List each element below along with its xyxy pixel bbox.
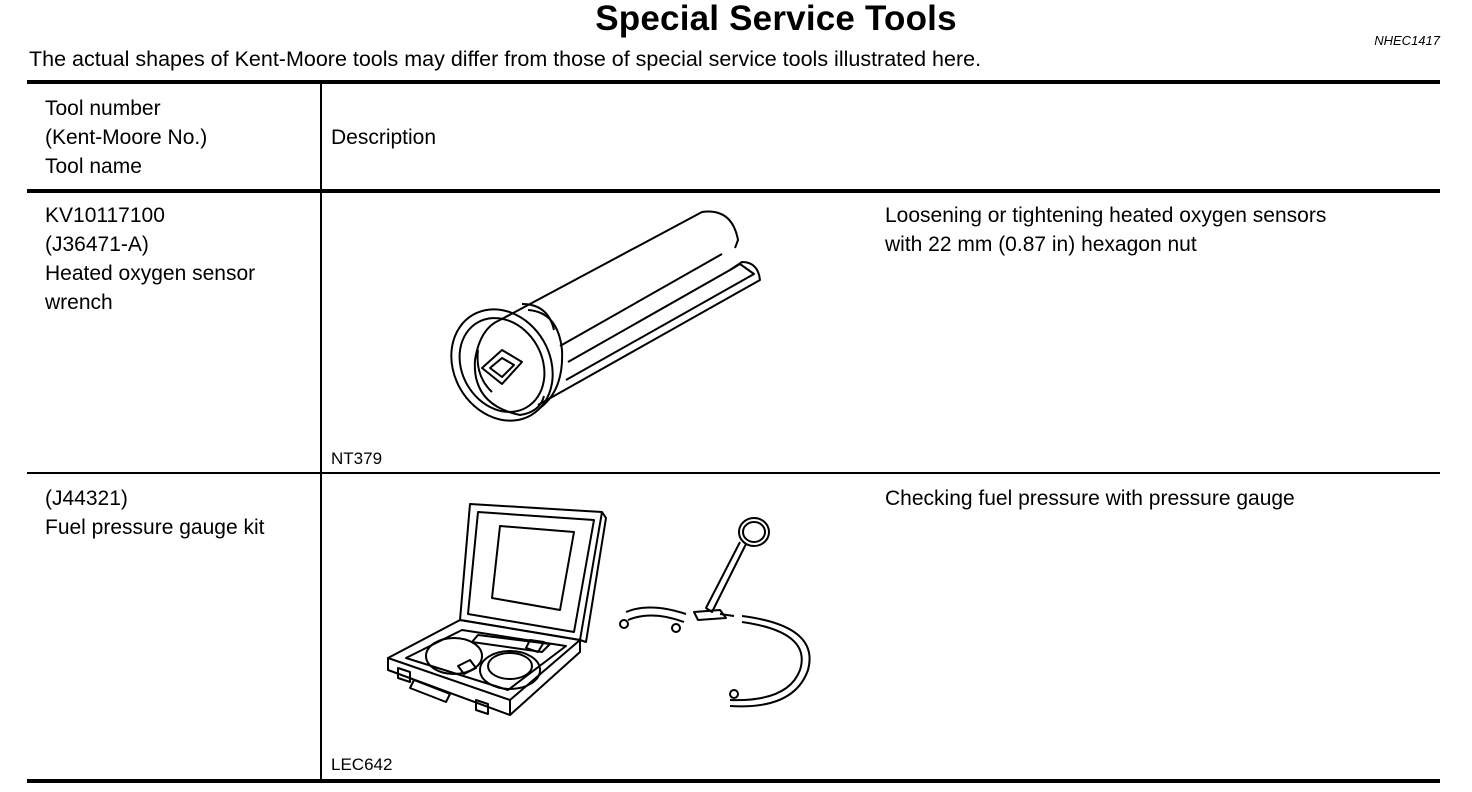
oxygen-sensor-wrench-illustration — [450, 210, 761, 422]
row1-description: Loosening or tightening heated oxygen se… — [885, 201, 1326, 259]
tool-name-line: wrench — [45, 291, 113, 314]
description-line: Loosening or tightening heated oxygen se… — [885, 204, 1327, 227]
tool-number: KV10117100 — [45, 204, 165, 227]
column-divider — [320, 84, 322, 780]
header-bottom-rule — [27, 189, 1440, 193]
row2-description: Checking fuel pressure with pressure gau… — [885, 484, 1295, 513]
kent-moore-number: (J36471-A) — [45, 233, 149, 256]
description-line: with 22 mm (0.87 in) hexagon nut — [885, 233, 1197, 256]
fuel-pressure-gauge-kit-illustration — [387, 503, 811, 716]
document-code: NHEC1417 — [1374, 33, 1440, 48]
tool-name-line: Heated oxygen sensor — [45, 262, 256, 285]
row2-tool-info: (J44321) Fuel pressure gauge kit — [45, 484, 264, 542]
tool-name-line: Fuel pressure gauge kit — [45, 516, 265, 539]
figure-code: NT379 — [331, 449, 383, 468]
row-divider — [27, 472, 1440, 474]
table-top-rule — [27, 80, 1440, 84]
table-bottom-rule — [27, 779, 1440, 783]
header-tool-line: Tool number — [45, 97, 161, 120]
figure-code: LEC642 — [331, 755, 393, 774]
disclaimer-note: The actual shapes of Kent-Moore tools ma… — [29, 47, 982, 71]
description-line: Checking fuel pressure with pressure gau… — [885, 487, 1295, 510]
header-description: Description — [331, 126, 437, 149]
kent-moore-number: (J44321) — [45, 487, 128, 510]
row1-tool-info: KV10117100 (J36471-A) Heated oxygen sens… — [45, 201, 255, 317]
header-tool-column: Tool number (Kent-Moore No.) Tool name — [45, 94, 207, 181]
page-title: Special Service Tools — [595, 0, 957, 38]
header-tool-line: (Kent-Moore No.) — [45, 126, 208, 149]
header-tool-line: Tool name — [45, 155, 142, 178]
